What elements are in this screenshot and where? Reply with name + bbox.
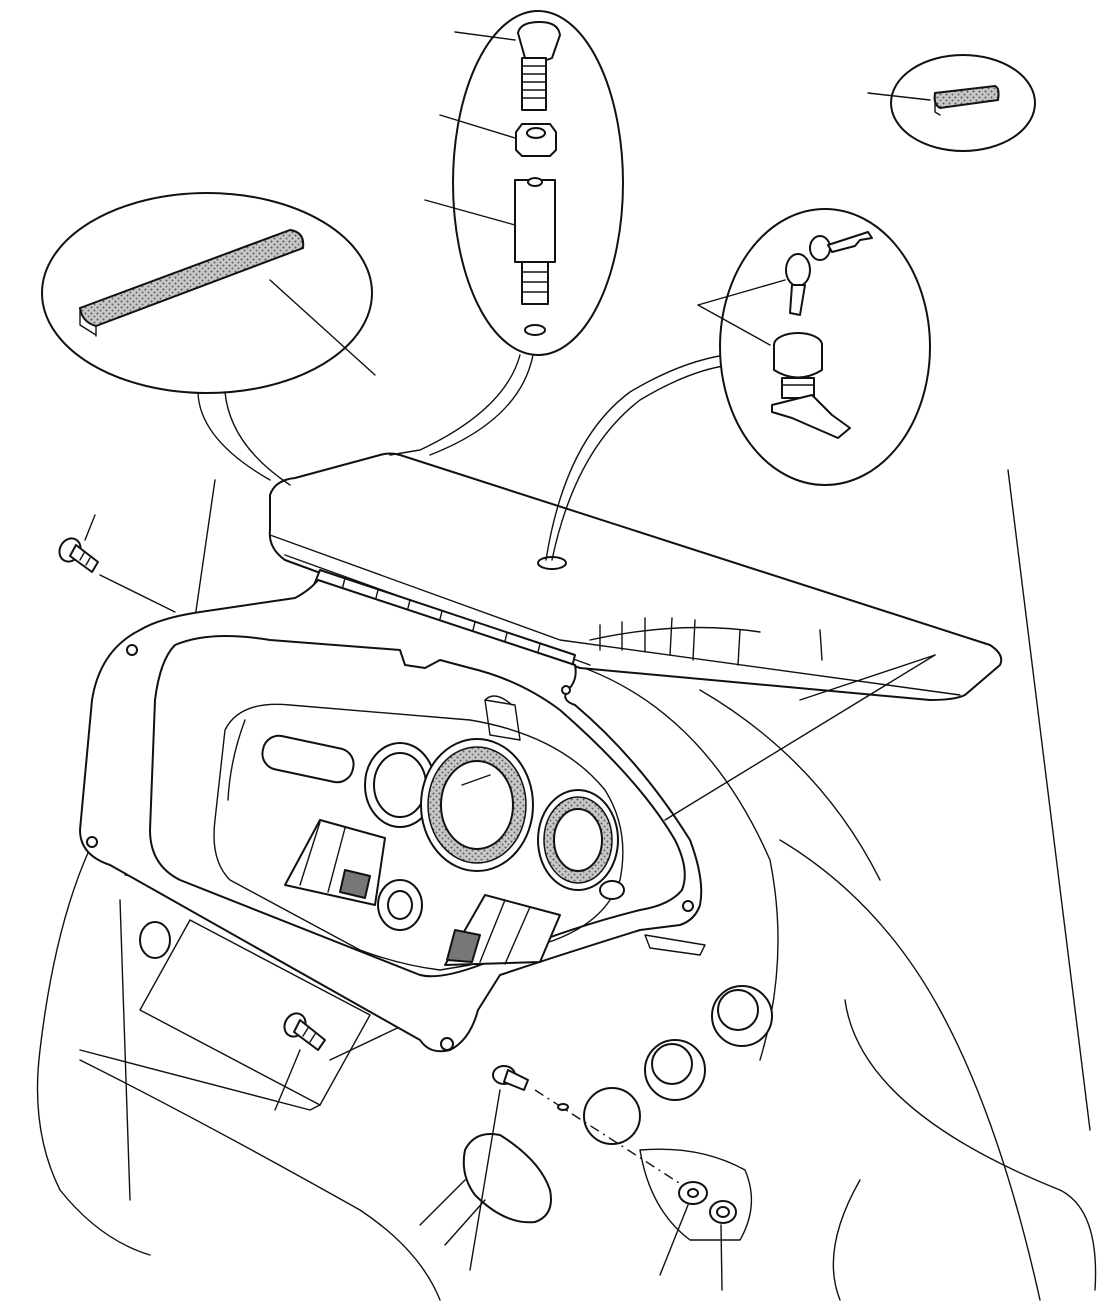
fasteners (58, 514, 737, 1291)
push-button-group (583, 985, 773, 1241)
detail-knob-spacer (389, 10, 624, 456)
spacer (514, 179, 556, 263)
indicator-lamp (139, 921, 171, 959)
leader-lines (664, 654, 936, 821)
rocker-switch-block-left (284, 819, 386, 906)
instrument-panel (213, 695, 706, 971)
rocker-switch-block-right (444, 894, 561, 966)
key-icon (785, 231, 873, 316)
nut-bottom (709, 1200, 737, 1291)
hex-nut (515, 123, 557, 157)
washer-bottom (659, 1181, 708, 1276)
lock-cylinder (771, 332, 851, 439)
control-knob (419, 1133, 552, 1246)
screw-bottom (274, 1012, 326, 1111)
detail-trim-strip (41, 192, 376, 486)
detail-clip (867, 54, 1036, 152)
rubber-cap (517, 21, 561, 62)
screw-top-left (58, 514, 176, 613)
large-gauge-center (420, 738, 534, 872)
detail-lock-keys (697, 208, 931, 486)
top-lid (268, 354, 1003, 701)
small-gauge-right (537, 789, 619, 891)
warning-lamp-panel (261, 734, 355, 784)
stud-bolt (469, 1065, 529, 1271)
washer (524, 324, 546, 336)
